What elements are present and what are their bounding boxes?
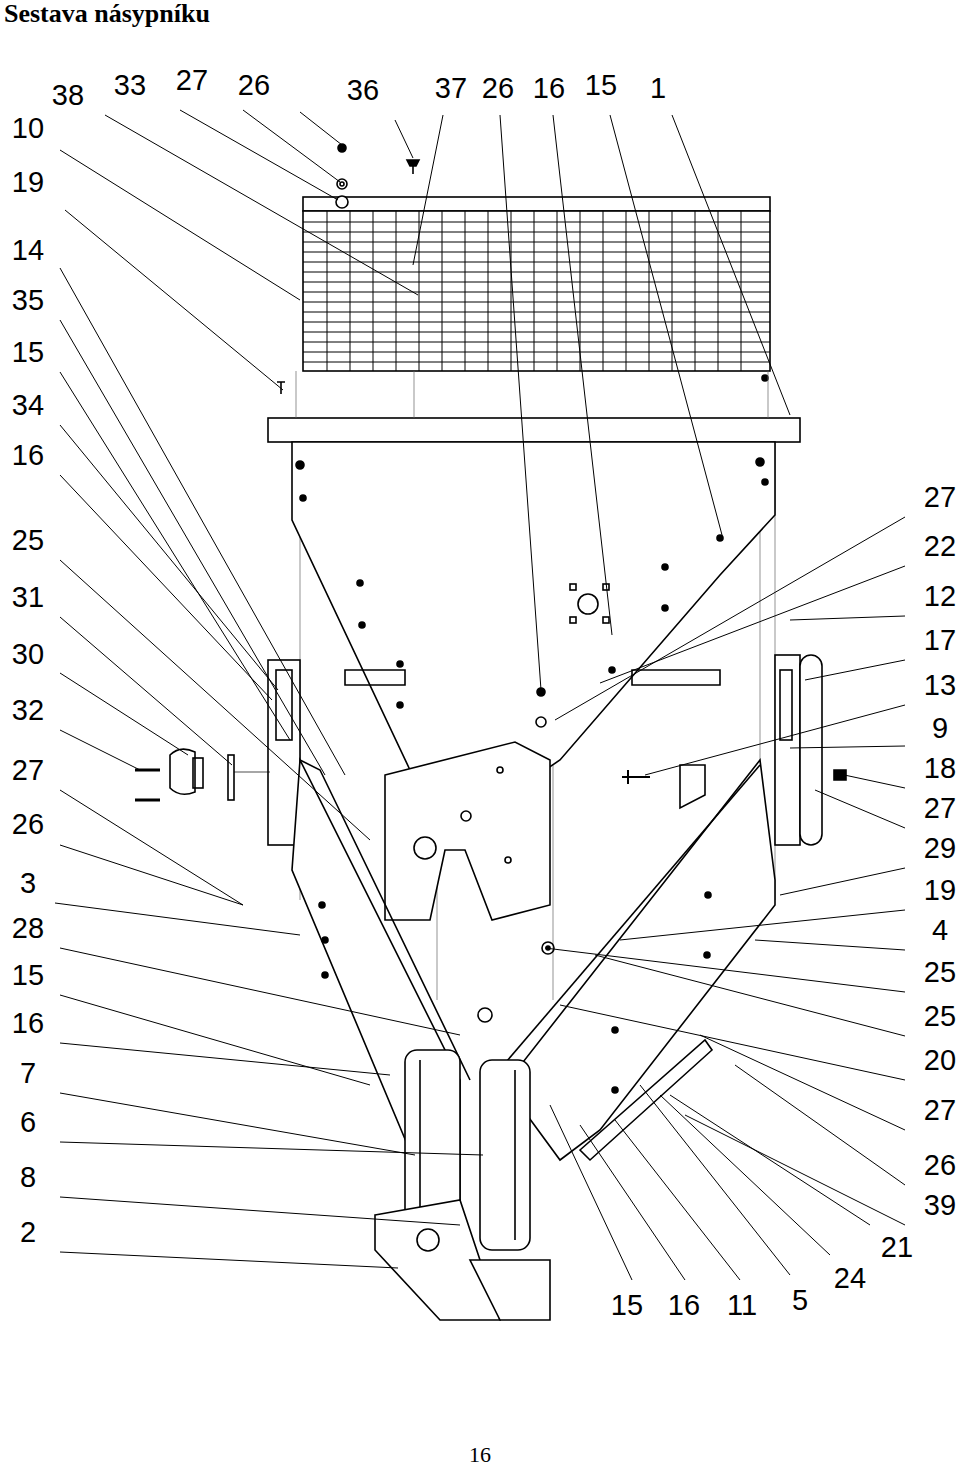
- callout-number: 19: [923, 876, 957, 905]
- callout-number: 4: [931, 916, 949, 945]
- callout-number: 27: [923, 1096, 957, 1125]
- callout-number: 28: [11, 914, 45, 943]
- callout-number: 15: [584, 71, 618, 100]
- callout-number: 17: [923, 626, 957, 655]
- callout-number: 9: [931, 714, 949, 743]
- callout-number: 14: [11, 236, 45, 265]
- callout-number: 37: [434, 74, 468, 103]
- callout-number: 15: [11, 961, 45, 990]
- callout-number: 6: [19, 1108, 37, 1137]
- callout-number: 15: [11, 338, 45, 367]
- callout-number: 34: [11, 391, 45, 420]
- callout-number: 27: [923, 483, 957, 512]
- callout-number: 16: [11, 441, 45, 470]
- callout-number: 21: [880, 1233, 914, 1262]
- callout-number: 11: [726, 1291, 758, 1320]
- callout-number: 19: [11, 168, 45, 197]
- callout-number: 27: [923, 794, 957, 823]
- callout-number: 29: [923, 834, 957, 863]
- callout-number: 26: [237, 71, 271, 100]
- callout-number: 10: [11, 114, 45, 143]
- callout-number: 39: [923, 1191, 957, 1220]
- callout-number: 26: [11, 810, 45, 839]
- callout-number: 18: [923, 754, 957, 783]
- callout-number: 26: [923, 1151, 957, 1180]
- callout-number: 16: [667, 1291, 701, 1320]
- callout-number: 20: [923, 1046, 957, 1075]
- callout-number: 12: [923, 582, 957, 611]
- callout-number: 27: [175, 66, 209, 95]
- callout-number: 3: [19, 869, 37, 898]
- callout-number: 25: [11, 526, 45, 555]
- callout-number: 16: [532, 74, 566, 103]
- callout-number: 13: [923, 671, 957, 700]
- callout-number: 26: [481, 74, 515, 103]
- callout-number: 5: [791, 1286, 809, 1315]
- callout-number: 22: [923, 532, 957, 561]
- callout-number: 25: [923, 1002, 957, 1031]
- callout-number: 30: [11, 640, 45, 669]
- callout-number: 35: [11, 286, 45, 315]
- callout-number: 1: [649, 74, 667, 103]
- callout-number: 36: [346, 76, 380, 105]
- page-title: Sestava násypníku: [4, 0, 210, 27]
- callout-number: 8: [19, 1163, 37, 1192]
- callout-number: 32: [11, 696, 45, 725]
- callout-number: 27: [11, 756, 45, 785]
- callout-number: 33: [113, 71, 147, 100]
- callout-number: 31: [11, 583, 45, 612]
- callout-number: 25: [923, 958, 957, 987]
- callout-number: 38: [51, 81, 85, 110]
- callout-number: 16: [11, 1009, 45, 1038]
- callout-number: 24: [833, 1264, 867, 1293]
- callout-number: 2: [19, 1218, 37, 1247]
- callout-number: 7: [19, 1059, 37, 1088]
- page-number: 16: [468, 1444, 492, 1466]
- callout-number: 15: [610, 1291, 644, 1320]
